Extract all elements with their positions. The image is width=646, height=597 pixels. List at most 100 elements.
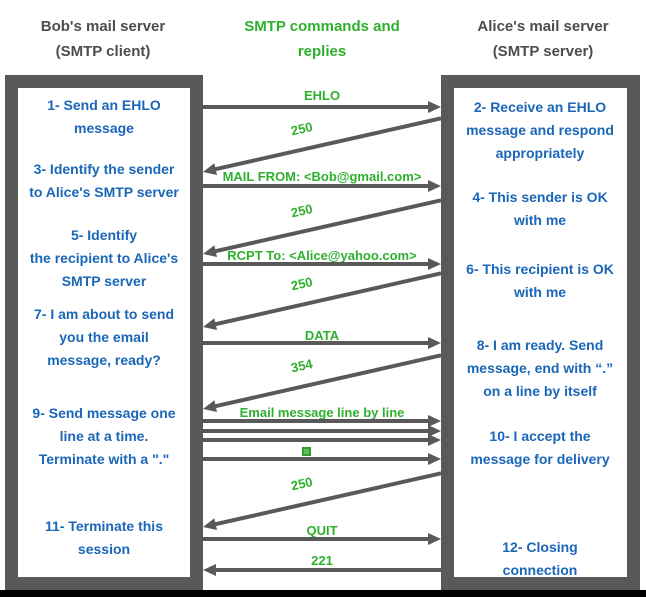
client-step-7-line2: you the email: [59, 329, 149, 345]
arrow-reply-250-3: 250: [201, 271, 442, 333]
server-step-2-line2: message and respond: [466, 122, 614, 138]
center-header-line1: SMTP commands and: [244, 18, 400, 35]
server-step-10-line1: 10- I accept the: [489, 428, 591, 444]
client-lifeline-bar: 1- Send an EHLO message 3- Identify the …: [5, 75, 203, 590]
server-step-8-line3: on a line by itself: [483, 383, 597, 399]
arrowhead-right-icon: [428, 415, 441, 427]
arrowhead-right-icon: [428, 258, 441, 270]
arrow-mail-from: [203, 180, 441, 192]
label-250-4: 250: [289, 474, 314, 494]
client-step-11-line2: session: [77, 541, 131, 557]
server-step-8: 8- I am ready. Send message, end with “.…: [454, 334, 626, 403]
server-step-10-line2: message for delivery: [470, 451, 610, 467]
server-step-12-line1: 12- Closing: [502, 539, 578, 555]
server-lifeline-bar: 2- Receive an EHLO message and respond a…: [441, 75, 640, 590]
client-step-5: 5- Identify the recipient to Alice's SMT…: [18, 224, 190, 293]
server-step-6-line1: 6- This recipient is OK: [466, 261, 614, 277]
server-step-6-line2: with me: [513, 284, 567, 300]
client-step-1: 1- Send an EHLO message: [18, 94, 190, 140]
arrow-quit: [203, 533, 441, 545]
server-header-line2: (SMTP server): [492, 43, 594, 60]
server-step-12-line2: connection: [502, 562, 578, 578]
arrowhead-right-icon: [428, 101, 441, 113]
arrow-shaft: [213, 471, 442, 527]
arrowhead-right-icon: [428, 533, 441, 545]
server-step-2-line1: 2- Receive an EHLO: [473, 99, 607, 115]
arrow-email-line-1: [203, 415, 441, 427]
arrow-shaft: [203, 537, 430, 541]
arrow-shaft: [213, 198, 442, 254]
server-header: Alice's mail server (SMTP server): [440, 14, 646, 64]
arrow-shaft: [213, 116, 442, 172]
arrow-shaft: [213, 271, 442, 327]
arrow-shaft: [203, 184, 430, 188]
arrow-shaft: [203, 429, 430, 433]
arrow-ehlo: [203, 101, 441, 113]
client-header: Bob's mail server (SMTP client): [0, 14, 206, 64]
arrow-email-line-3: [203, 434, 441, 446]
client-step-1-line2: message: [74, 120, 134, 136]
arrow-shaft: [203, 438, 430, 442]
arrow-reply-354: 354: [201, 353, 442, 415]
arrow-reply-221: [203, 564, 441, 576]
arrowhead-right-icon: [428, 337, 441, 349]
label-250-2: 250: [289, 201, 314, 221]
arrow-email-line-2: [203, 425, 441, 437]
arrow-shaft: [203, 419, 430, 423]
center-header: SMTP commands and replies: [217, 14, 427, 64]
server-step-4: 4- This sender is OK with me: [454, 186, 626, 232]
arrow-shaft: [203, 262, 430, 266]
label-rcpt-to: RCPT To: <Alice@yahoo.com>: [227, 248, 417, 263]
client-step-3-line1: 3- Identify the sender: [33, 161, 175, 177]
client-step-5-line3: SMTP server: [61, 273, 147, 289]
arrowhead-right-icon: [428, 453, 441, 465]
client-step-5-line2: the recipient to Alice's: [29, 250, 179, 266]
server-step-6: 6- This recipient is OK with me: [454, 258, 626, 304]
bottom-border-strip: [0, 590, 646, 597]
label-221: 221: [311, 553, 333, 568]
client-step-9-line2: line at a time.: [59, 428, 149, 444]
arrow-rcpt-to: [203, 258, 441, 270]
arrow-terminator-dot: [203, 453, 441, 465]
client-step-7: 7- I am about to send you the email mess…: [18, 303, 190, 372]
client-step-9-line1: 9- Send message one: [32, 405, 176, 421]
arrowhead-right-icon: [428, 434, 441, 446]
terminator-dot-icon: [302, 447, 311, 456]
client-header-line1: Bob's mail server: [40, 18, 166, 35]
client-step-1-line1: 1- Send an EHLO: [47, 97, 161, 113]
label-250-1: 250: [289, 119, 314, 139]
label-quit: QUIT: [306, 523, 338, 538]
arrow-data: [203, 337, 441, 349]
label-ehlo: EHLO: [303, 88, 341, 103]
server-step-8-line2: message, end with “.”: [466, 360, 614, 376]
server-step-4-line1: 4- This sender is OK: [472, 189, 608, 205]
client-step-3: 3- Identify the sender to Alice's SMTP s…: [18, 158, 190, 204]
server-step-4-line2: with me: [513, 212, 567, 228]
arrow-shaft: [203, 457, 430, 461]
arrow-reply-250-1: 250: [201, 116, 442, 178]
arrow-shaft: [203, 105, 430, 109]
client-step-9: 9- Send message one line at a time. Term…: [18, 402, 190, 471]
server-step-2-line3: appropriately: [495, 145, 585, 161]
server-step-2: 2- Receive an EHLO message and respond a…: [454, 96, 626, 165]
arrow-shaft: [213, 353, 442, 409]
client-header-line2: (SMTP client): [55, 43, 151, 60]
server-step-8-line1: 8- I am ready. Send: [476, 337, 604, 353]
arrowhead-left-icon: [203, 564, 216, 576]
client-step-5-line1: 5- Identify: [70, 227, 138, 243]
arrow-shaft: [214, 568, 441, 572]
center-header-line2: replies: [297, 43, 347, 60]
label-data: DATA: [304, 328, 340, 343]
client-step-7-line1: 7- I am about to send: [33, 306, 174, 322]
label-mail-from: MAIL FROM: <Bob@gmail.com>: [222, 169, 422, 184]
label-email-lines: Email message line by line: [239, 405, 405, 420]
arrow-reply-250-4: 250: [201, 471, 442, 533]
label-250-3: 250: [289, 274, 314, 294]
server-step-12: 12- Closing connection: [454, 536, 626, 582]
label-354: 354: [289, 356, 314, 376]
client-step-11-line1: 11- Terminate this: [44, 518, 163, 534]
client-step-7-line3: message, ready?: [47, 352, 161, 368]
client-step-3-line2: to Alice's SMTP server: [29, 184, 179, 200]
client-step-9-line3: Terminate with a ".": [38, 451, 170, 467]
